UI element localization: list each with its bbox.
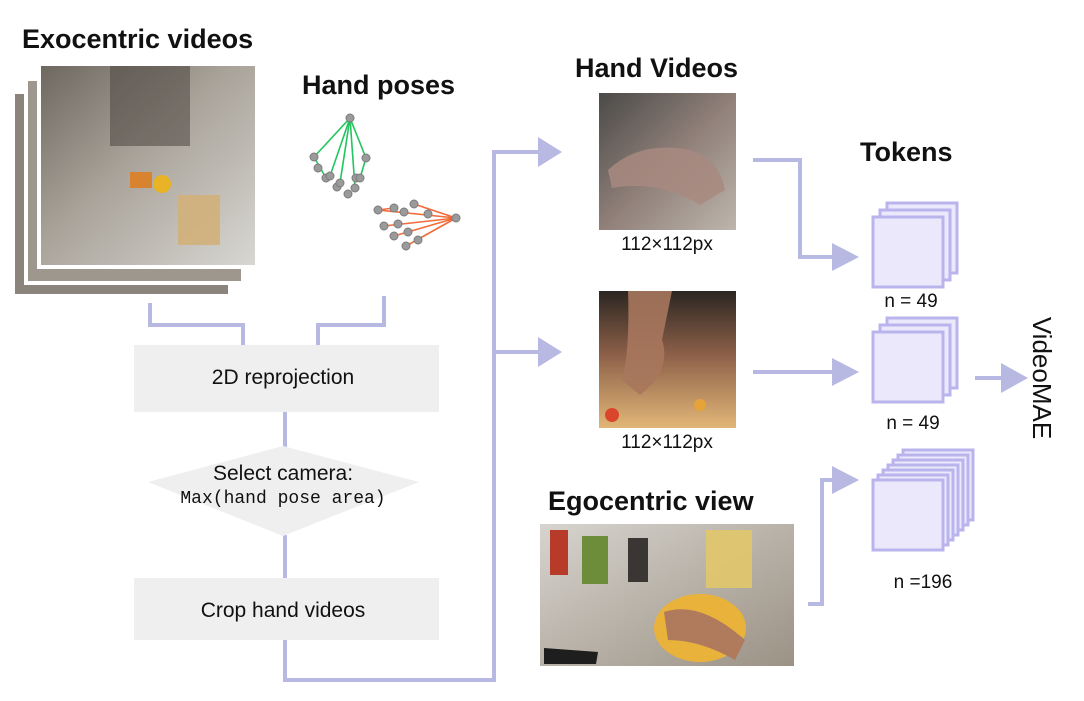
hand-poses-title: Hand poses <box>302 70 455 100</box>
token-count-1: n = 49 <box>884 291 937 312</box>
egocentric-view-image <box>540 524 794 666</box>
exocentric-videos-title: Exocentric videos <box>22 24 253 54</box>
hand-video-1-size: 112×112px <box>621 234 713 255</box>
hand-video-1 <box>599 93 736 230</box>
crop-hand-videos-label: Crop hand videos <box>201 599 366 622</box>
token-count-2: n = 49 <box>886 413 939 434</box>
select-camera-label: Select camera: <box>213 462 353 485</box>
reprojection-box <box>134 345 439 412</box>
select-camera-diamond <box>148 446 419 536</box>
hand-videos-title: Hand Videos <box>575 53 738 83</box>
crop-hand-videos-box <box>134 578 439 640</box>
token-stack-3 <box>871 448 975 552</box>
token-stack-2 <box>871 316 959 404</box>
token-count-3: n =196 <box>894 572 953 593</box>
hand-video-2-size: 112×112px <box>621 432 713 453</box>
flow-arrowheads <box>538 137 1028 494</box>
select-camera-formula: Max(hand pose area) <box>180 489 385 509</box>
flow-connectors <box>148 150 1003 682</box>
hand-pose-skeletons <box>309 113 461 251</box>
token-stack-1 <box>871 201 959 289</box>
tokens-title: Tokens <box>860 137 953 167</box>
hand-video-2 <box>599 291 736 428</box>
egocentric-view-title: Egocentric view <box>548 486 755 516</box>
reprojection-label: 2D reprojection <box>212 366 354 389</box>
exocentric-video-stack <box>11 62 259 298</box>
videomae-label: VideoMAE <box>1027 317 1057 439</box>
